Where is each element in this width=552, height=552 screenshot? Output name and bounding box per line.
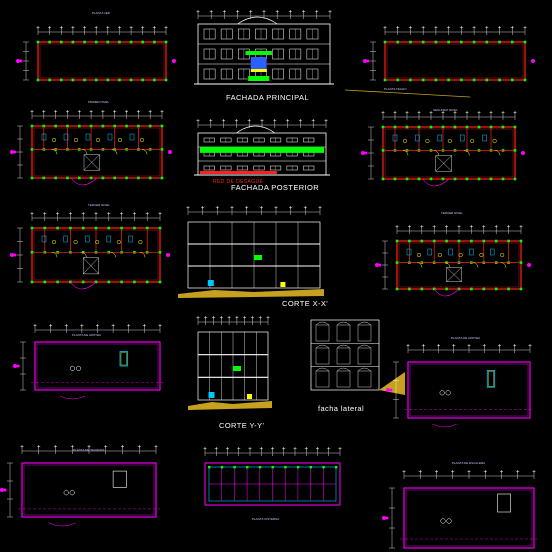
corte-xx-drawing <box>178 206 324 298</box>
corte-xx-label: CORTE X-X' <box>282 299 329 308</box>
fachada-posterior-drawing <box>194 119 330 176</box>
fachada-principal-drawing <box>194 10 334 85</box>
sheet-title-10: PLANTA CISTERNA <box>252 517 280 521</box>
plan-tanques <box>0 445 160 527</box>
plan-cisterna-drawing <box>203 447 342 506</box>
corte-yy-drawing <box>188 316 272 410</box>
plan-tercer-nivel-left <box>10 212 170 290</box>
sheet-title-6: TERCER NIVEL <box>441 211 463 215</box>
sheet-title-5: TERCER NIVEL <box>88 203 110 207</box>
plan-azotea-left <box>13 324 164 400</box>
plan-top-right <box>363 26 535 82</box>
plan-azotea-right <box>386 344 534 428</box>
fachada-principal-label: FACHADA PRINCIPAL <box>226 93 309 102</box>
plan-primer-nivel <box>10 110 172 186</box>
facha-lateral-label: facha lateral <box>318 404 365 413</box>
sheet-title-2: PLANTA TECHO <box>384 87 407 91</box>
plan-tercer-nivel-right <box>375 225 531 297</box>
sheet-title-1: PLANTA 1ER <box>92 11 110 15</box>
sheet-title-11: PLANTA DE ESCALERA <box>452 461 486 465</box>
plan-escalera <box>382 470 538 549</box>
corte-yy-label: CORTE Y-Y' <box>219 421 265 430</box>
fachada-posterior-label: FACHADA POSTERIOR <box>231 183 320 192</box>
sheet-title-4: SEGUNDO NIVEL <box>433 108 458 112</box>
red-annotation: RED DE DESAGUE <box>213 179 264 185</box>
sheet-title-7: PLANTA DE AZOTEA <box>72 333 101 337</box>
sheet-title-9: PLANTA DE TANQUES <box>73 448 105 452</box>
sheet-title-8: PLANTA DE AZOTEA <box>451 336 480 340</box>
lateral-facade-drawing <box>310 319 405 395</box>
sheet-title-3: PRIMER NIVEL <box>88 100 110 104</box>
plan-primer-techo-left <box>16 26 176 82</box>
plan-segundo-nivel <box>361 111 525 187</box>
